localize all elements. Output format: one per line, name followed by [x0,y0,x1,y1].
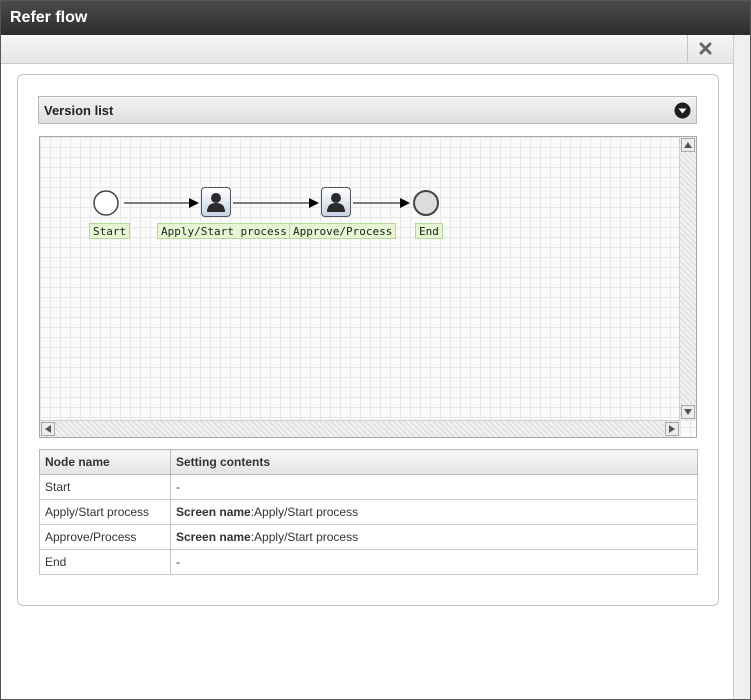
start-node [93,190,119,216]
column-header-setting-contents: Setting contents [170,449,698,475]
dialog-content: Version list [1,64,733,699]
setting-value: - [176,480,180,494]
task-node-approve[interactable] [321,187,351,217]
node-label-apply: Apply/Start process [157,223,291,239]
scroll-up-button[interactable] [681,138,695,152]
table-header-row: Node name Setting contents [39,449,698,475]
canvas-vertical-scrollbar[interactable] [679,137,696,421]
setting-value: - [176,555,180,569]
setting-key: Screen name [176,530,251,544]
close-button[interactable] [687,35,722,62]
flow-connectors [93,190,439,216]
node-settings-table: Node name Setting contents Start - Apply… [39,449,698,575]
task-node-apply[interactable] [201,187,231,217]
setting-value: :Apply/Start process [250,530,359,544]
user-icon [207,193,225,212]
setting-contents-cell: - [170,549,698,575]
dialog-title: Refer flow [1,1,750,35]
flow-panel: Version list [17,74,719,606]
user-icon [327,193,345,212]
scroll-down-button[interactable] [681,405,695,419]
node-name-cell: Apply/Start process [39,499,171,525]
node-name-cell: End [39,549,171,575]
arrow-down-icon [684,409,692,415]
version-list-label: Version list [44,103,114,118]
table-row: Apply/Start process Screen name:Apply/St… [39,499,698,525]
setting-contents-cell: Screen name:Apply/Start process [170,499,698,525]
chevron-down-circle-icon [674,102,691,119]
node-name-cell: Approve/Process [39,524,171,550]
setting-contents-cell: Screen name:Apply/Start process [170,524,698,550]
canvas-horizontal-scrollbar[interactable] [40,420,680,437]
scroll-left-button[interactable] [41,422,55,436]
column-header-node-name: Node name [39,449,171,475]
setting-key: Screen name [176,505,251,519]
arrow-left-icon [45,425,51,433]
node-name-cell: Start [39,474,171,500]
node-label-start: Start [89,223,131,239]
table-row: Start - [39,474,698,500]
node-label-approve: Approve/Process [289,223,397,239]
dialog-toolbar [1,35,750,64]
end-node [413,190,439,216]
version-list-dropdown[interactable]: Version list [38,96,697,124]
window-scrollbar[interactable] [733,35,750,699]
scroll-right-button[interactable] [665,422,679,436]
table-row: End - [39,549,698,575]
setting-contents-cell: - [170,474,698,500]
arrow-up-icon [684,142,692,148]
close-icon [699,42,711,55]
arrow-right-icon [669,425,675,433]
flow-diagram-canvas[interactable]: Start Apply/Start process Approve/Proces… [39,136,697,438]
node-label-end: End [415,223,443,239]
table-row: Approve/Process Screen name:Apply/Start … [39,524,698,550]
setting-value: :Apply/Start process [250,505,359,519]
